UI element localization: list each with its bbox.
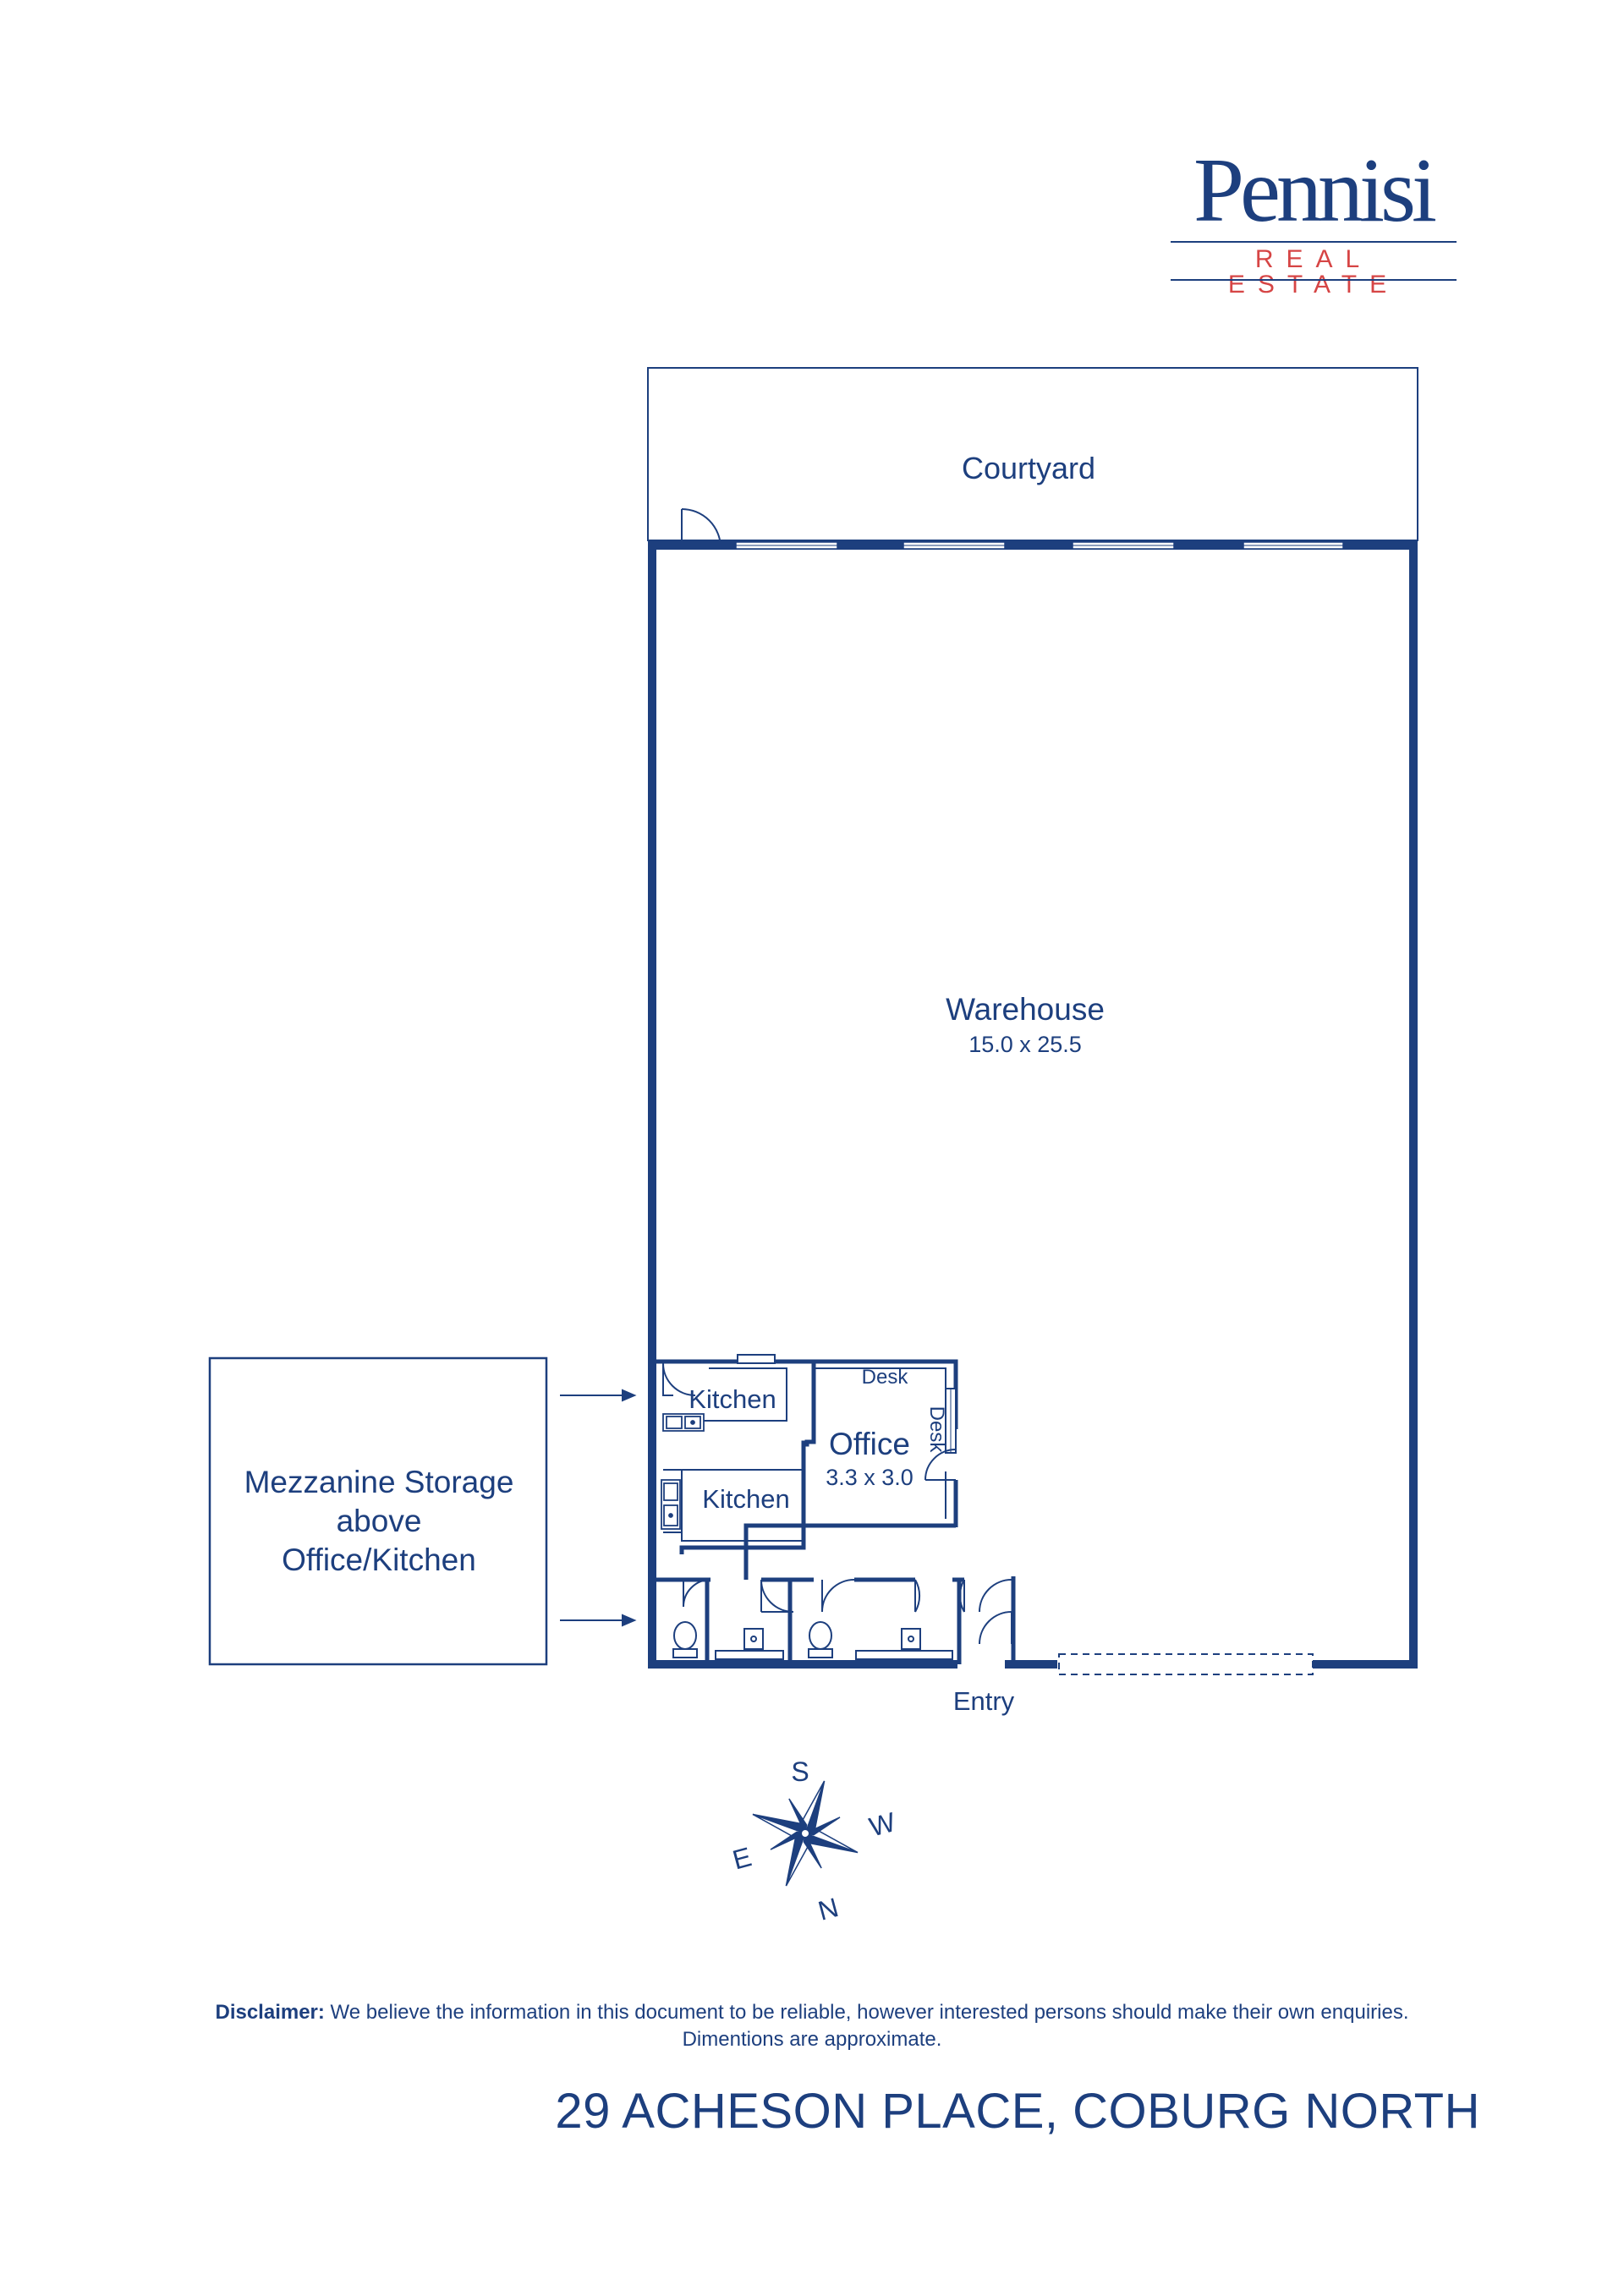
disclaimer-line2: Dimentions are approximate. (682, 2028, 942, 2051)
vanity-right (855, 1628, 953, 1660)
compass-label-n: N (815, 1892, 842, 1926)
mezzanine-arrows (560, 1389, 637, 1627)
warehouse-walls (648, 541, 1418, 1669)
compass-label-e: E (729, 1841, 754, 1875)
office-kitchen-walls (656, 1359, 1016, 1664)
bathroom-doors (683, 1579, 1012, 1645)
roller-door (1058, 1653, 1314, 1675)
kitchen-door-upper (662, 1362, 696, 1396)
courtyard-windows (721, 541, 1344, 550)
property-address: 29 ACHESON PLACE, COBURG NORTH (555, 2084, 1480, 2139)
courtyard-area (647, 367, 1418, 541)
brand-subtitle: REAL ESTATE (1227, 245, 1400, 299)
bench-outlines (662, 1363, 946, 1542)
sink-upper (662, 1413, 705, 1432)
kitchen-window (737, 1354, 776, 1364)
brand-logo: Pennisi (1193, 140, 1437, 241)
vanity-left (715, 1628, 784, 1660)
sink-lower (661, 1479, 681, 1530)
label-mezzanine-line2: above (337, 1504, 422, 1538)
toilet-left (672, 1621, 698, 1658)
compass-rose (752, 1780, 859, 1887)
label-desk-top: Desk (862, 1366, 909, 1389)
disclaimer-text: We believe the information in this docum… (324, 2001, 1409, 2024)
compass-label-w: W (866, 1806, 899, 1843)
label-warehouse-dims: 15.0 x 25.5 (968, 1032, 1082, 1057)
office-door (924, 1449, 957, 1481)
label-kitchen-lower: Kitchen (702, 1484, 789, 1514)
label-mezzanine-line1: Mezzanine Storage (244, 1465, 514, 1499)
label-office-dims: 3.3 x 3.0 (826, 1465, 914, 1490)
label-courtyard: Courtyard (962, 451, 1095, 485)
toilet-right (808, 1621, 833, 1658)
compass-label-s: S (791, 1756, 809, 1787)
label-office: Office (829, 1427, 910, 1461)
label-warehouse: Warehouse (946, 992, 1105, 1027)
label-desk-side: Desk (925, 1406, 948, 1454)
disclaimer: Disclaimer: We believe the information i… (127, 1999, 1497, 2053)
disclaimer-label: Disclaimer: (215, 2001, 325, 2024)
label-mezzanine-line3: Office/Kitchen (282, 1543, 476, 1577)
logo-divider-top (1171, 241, 1457, 243)
label-entry: Entry (953, 1686, 1015, 1716)
logo-divider-bottom (1171, 279, 1457, 281)
label-kitchen-upper: Kitchen (689, 1384, 776, 1414)
mezzanine-box (208, 1356, 548, 1666)
